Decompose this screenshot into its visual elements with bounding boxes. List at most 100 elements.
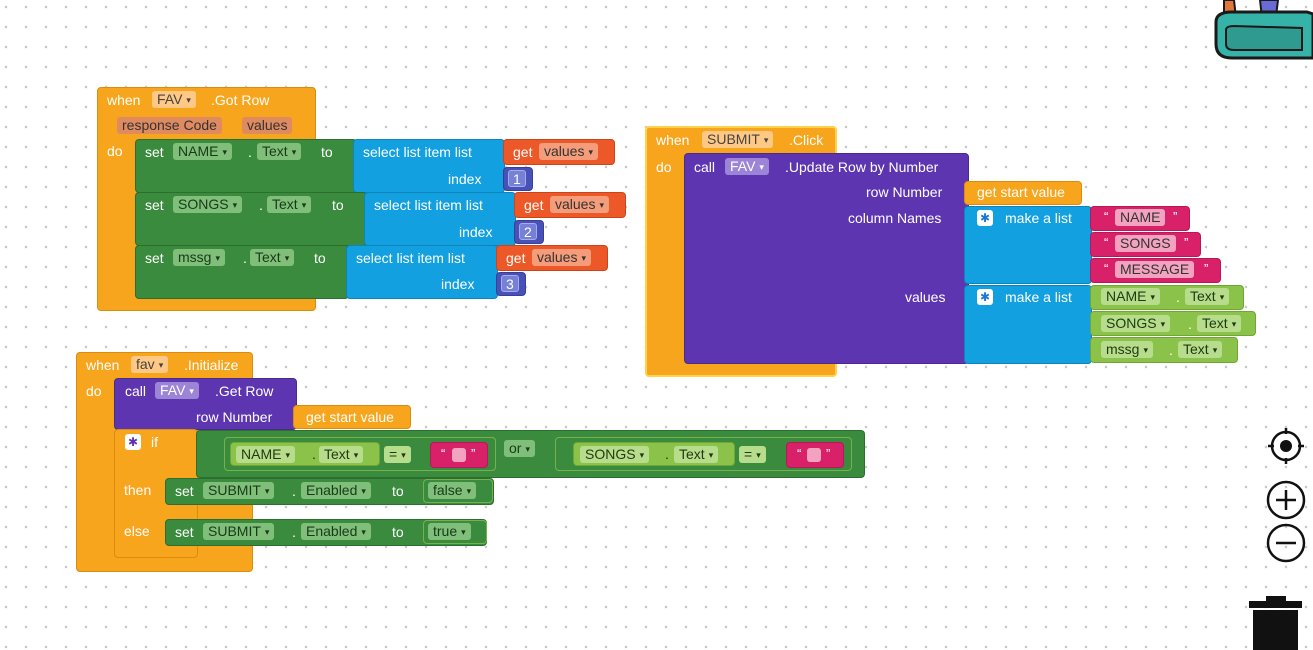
select-list-item-block[interactable] (364, 192, 516, 246)
do-label: do (656, 159, 672, 175)
index-label: index (448, 171, 482, 187)
event-name: .Got Row (211, 92, 270, 108)
variable-dropdown-values[interactable]: values▾ (550, 196, 609, 213)
property-dropdown-text[interactable]: Text▾ (1178, 341, 1223, 358)
component-dropdown-name[interactable]: NAME▾ (1101, 288, 1160, 305)
do-label: do (107, 143, 123, 159)
when-label: when (107, 92, 141, 108)
open-quote: “ (441, 446, 446, 461)
boolean-dropdown-true[interactable]: true▾ (428, 523, 471, 540)
index-label: index (441, 276, 475, 292)
get-start-value-label: get start value (977, 184, 1065, 200)
component-dropdown-submit[interactable]: SUBMIT▾ (203, 482, 275, 499)
to-label: to (392, 483, 404, 499)
close-quote: ” (1173, 209, 1178, 224)
event-name: .Click (789, 132, 824, 148)
component-dropdown-fav[interactable]: FAV▾ (725, 158, 769, 175)
open-quote: “ (1104, 209, 1109, 224)
component-dropdown-songs[interactable]: SONGS▾ (580, 446, 650, 463)
open-quote: “ (797, 446, 802, 461)
property-dropdown-enabled[interactable]: Enabled▾ (301, 482, 371, 499)
property-dropdown-text[interactable]: Text▾ (674, 446, 719, 463)
boolean-dropdown-false[interactable]: false▾ (428, 482, 477, 499)
call-get-row-block[interactable] (114, 378, 297, 430)
set-label: set (145, 250, 164, 266)
do-label: do (86, 383, 102, 399)
select-list-item-block[interactable] (353, 139, 505, 193)
when-label: when (656, 132, 690, 148)
select-list-item-label: select list item list (374, 197, 483, 213)
variable-dropdown-values[interactable]: values▾ (539, 143, 598, 160)
get-start-value-block[interactable] (293, 405, 411, 429)
select-list-item-label: select list item list (363, 144, 472, 160)
dot-label: . (1176, 289, 1180, 305)
component-dropdown-fav[interactable]: FAV▾ (155, 382, 199, 399)
logic-dropdown-or[interactable]: or▾ (504, 440, 535, 457)
text-field[interactable]: NAME (1115, 209, 1166, 226)
property-dropdown-text[interactable]: Text▾ (319, 446, 364, 463)
when-label: when (86, 357, 120, 373)
open-quote: “ (1104, 261, 1109, 276)
gear-icon[interactable]: ✱ (977, 289, 993, 305)
operator-dropdown-equals[interactable]: =▾ (384, 446, 411, 463)
property-dropdown-text[interactable]: Text▾ (1185, 288, 1230, 305)
property-dropdown-text[interactable]: Text▾ (250, 249, 295, 266)
get-label: get (506, 250, 526, 266)
row-number-label: row Number (866, 184, 943, 200)
zoom-out-icon[interactable] (1266, 523, 1306, 563)
component-dropdown-name[interactable]: NAME▾ (236, 446, 295, 463)
empty-text-field[interactable] (807, 448, 821, 462)
component-dropdown-mssg[interactable]: mssg▾ (1101, 341, 1153, 358)
property-dropdown-enabled[interactable]: Enabled▾ (301, 523, 371, 540)
values-label: values (905, 289, 946, 305)
zoom-in-icon[interactable] (1266, 480, 1306, 520)
dot-label: . (243, 250, 247, 266)
event-name: .Initialize (184, 357, 239, 373)
dot-label: . (1169, 342, 1173, 358)
dot-label: . (248, 144, 252, 160)
property-dropdown-text[interactable]: Text▾ (1197, 315, 1242, 332)
select-list-item-block[interactable] (346, 245, 498, 299)
property-dropdown-text[interactable]: Text▾ (257, 143, 302, 160)
close-quote: ” (826, 446, 831, 461)
row-number-label: row Number (196, 409, 273, 425)
text-field[interactable]: MESSAGE (1115, 261, 1195, 278)
component-dropdown-submit[interactable]: SUBMIT▾ (203, 523, 275, 540)
number-field[interactable]: 1 (508, 170, 526, 187)
center-icon[interactable] (1266, 426, 1306, 466)
param-response-code[interactable]: response Code (117, 117, 222, 134)
make-a-list-label: make a list (1005, 289, 1072, 305)
component-dropdown-name[interactable]: NAME▾ (173, 143, 232, 160)
component-dropdown-songs[interactable]: SONGS▾ (1101, 315, 1171, 332)
dot-label: . (292, 483, 296, 499)
get-start-value-block[interactable] (964, 181, 1082, 205)
number-field[interactable]: 3 (501, 275, 519, 292)
property-dropdown-text[interactable]: Text▾ (267, 196, 312, 213)
to-label: to (314, 250, 326, 266)
set-label: set (175, 524, 194, 540)
component-dropdown-fav[interactable]: fav▾ (131, 356, 169, 373)
number-field[interactable]: 2 (519, 223, 537, 240)
select-list-item-label: select list item list (356, 250, 465, 266)
close-quote: ” (1204, 261, 1209, 276)
component-dropdown-submit[interactable]: SUBMIT▾ (702, 131, 774, 148)
method-name: .Get Row (215, 383, 274, 399)
dot-label: . (665, 446, 669, 462)
make-a-list-label: make a list (1005, 210, 1072, 226)
method-name: .Update Row by Number (785, 159, 939, 175)
component-dropdown-fav[interactable]: FAV▾ (152, 91, 196, 108)
text-field[interactable]: SONGS (1115, 235, 1176, 252)
param-values[interactable]: values (242, 117, 293, 134)
empty-text-field[interactable] (452, 448, 466, 462)
component-dropdown-songs[interactable]: SONGS▾ (173, 196, 243, 213)
gear-icon[interactable]: ✱ (977, 210, 993, 226)
operator-dropdown-equals[interactable]: =▾ (739, 446, 766, 463)
gear-icon[interactable]: ✱ (125, 434, 141, 450)
variable-dropdown-values[interactable]: values▾ (532, 249, 591, 266)
trash-icon[interactable] (1248, 596, 1304, 650)
dot-label: . (259, 197, 263, 213)
call-update-row-block[interactable] (684, 153, 969, 364)
component-dropdown-mssg[interactable]: mssg▾ (173, 249, 225, 266)
backpack-icon[interactable] (1212, 0, 1313, 62)
open-quote: “ (1104, 235, 1109, 250)
